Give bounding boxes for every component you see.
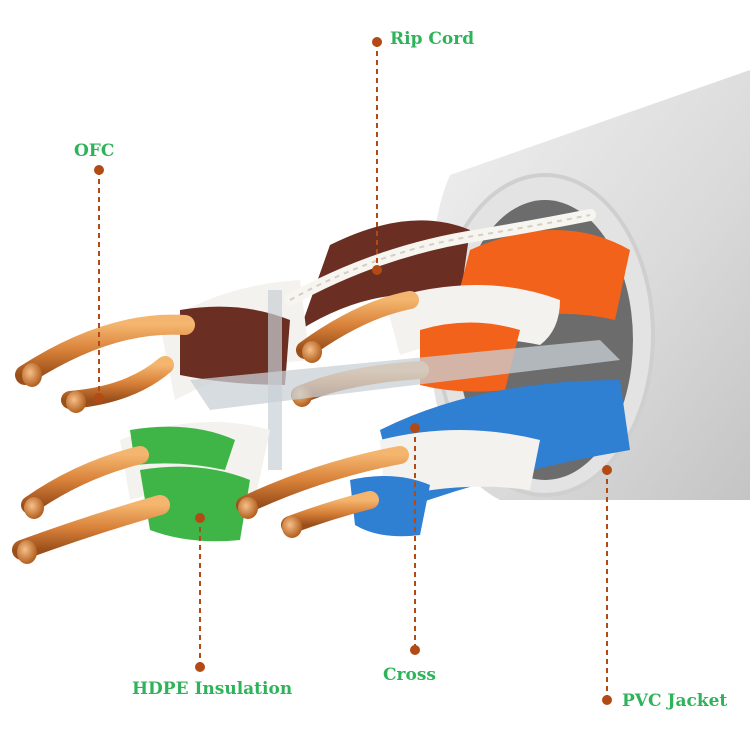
cross-separator — [190, 290, 620, 470]
label-pvc-jacket: PVC Jacket — [622, 691, 728, 711]
callout-dot — [94, 393, 104, 403]
callout-dot — [602, 465, 612, 475]
label-rip-cord: Rip Cord — [390, 29, 475, 49]
callouts — [98, 42, 608, 700]
callout-dot — [195, 662, 205, 672]
label-cross: Cross — [383, 665, 436, 685]
callout-dots — [94, 37, 612, 705]
callout-dot — [602, 695, 612, 705]
callout-dot — [410, 645, 420, 655]
blue-pair — [236, 380, 630, 538]
callout-dot — [94, 165, 104, 175]
rip-cord — [284, 209, 596, 306]
green-pair — [12, 422, 270, 564]
label-ofc: OFC — [74, 141, 115, 161]
callout-dot — [410, 423, 420, 433]
callout-dot — [195, 513, 205, 523]
callout-dot — [372, 37, 382, 47]
callout-dot — [372, 265, 382, 275]
label-hdpe-insulation: HDPE Insulation — [132, 679, 293, 699]
